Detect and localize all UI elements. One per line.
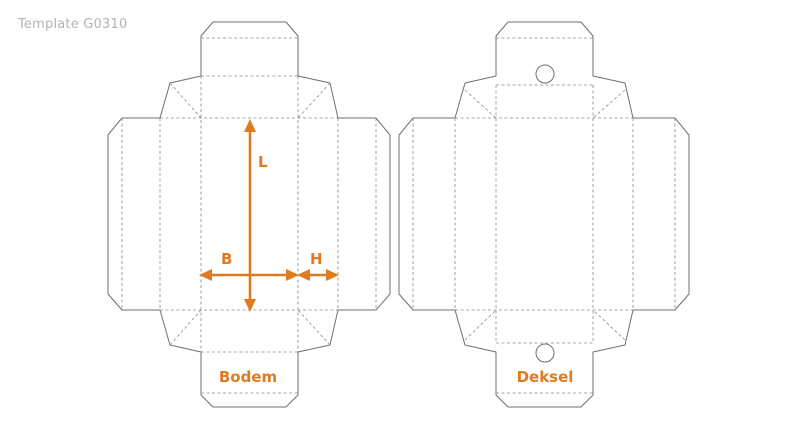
dimension-length	[244, 119, 256, 312]
bottom-outline	[107, 21, 391, 408]
dimension-width	[199, 269, 299, 281]
lid-hole-top	[535, 64, 555, 84]
lid-outline	[398, 21, 690, 408]
height-label: H	[310, 250, 323, 268]
length-label: L	[258, 153, 268, 171]
bottom-piece: L B H Bodem	[107, 21, 391, 408]
lid-hole-bottom	[535, 343, 555, 363]
bottom-label: Bodem	[219, 368, 277, 386]
lid-piece: Deksel	[398, 21, 690, 408]
lid-label: Deksel	[517, 368, 574, 386]
width-label: B	[221, 250, 232, 268]
dimension-height	[297, 269, 339, 281]
lid-fold-lines	[412, 37, 676, 394]
bottom-fold-lines	[121, 37, 377, 394]
template-id: Template G0310	[18, 17, 128, 32]
